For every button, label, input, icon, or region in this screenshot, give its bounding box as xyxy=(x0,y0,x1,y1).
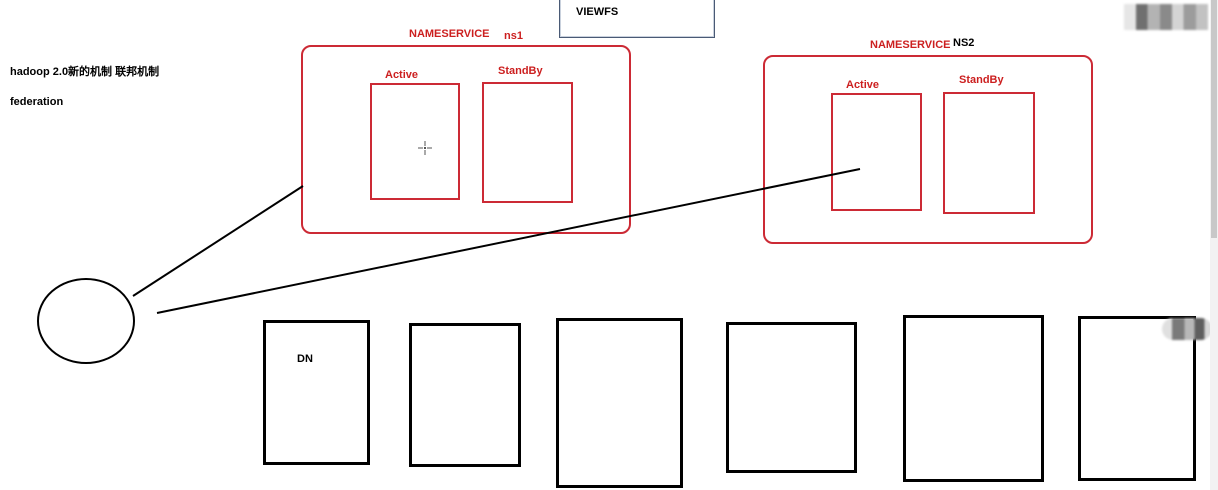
vertical-scrollbar[interactable] xyxy=(1210,0,1218,490)
datanode-box: DN xyxy=(263,320,370,465)
viewfs-label: VIEWFS xyxy=(576,6,619,18)
datanode-box xyxy=(726,322,857,473)
nameservice1-box xyxy=(301,45,631,234)
nameservice2-title: NAMESERVICE xyxy=(870,39,951,51)
nameservice2-box xyxy=(763,55,1093,244)
nameservice2-id: NS2 xyxy=(953,37,975,49)
datanode-box xyxy=(556,318,683,488)
nameservice2-active-label: Active xyxy=(846,79,880,91)
blurred-overlay xyxy=(1124,4,1208,30)
datanode-box xyxy=(903,315,1044,482)
nameservice1-active-node xyxy=(370,83,460,200)
nameservice2-standby-label: StandBy xyxy=(959,74,1004,86)
crosshair-cursor-icon xyxy=(418,141,432,155)
nameservice1-active-label: Active xyxy=(385,69,419,81)
heading-subtitle: federation xyxy=(10,96,64,108)
nameservice2-standby-node xyxy=(943,92,1035,214)
nameservice1-standby-label: StandBy xyxy=(498,65,543,77)
nameservice2-active-node xyxy=(831,93,922,211)
nameservice1-title: NAMESERVICE xyxy=(409,28,490,40)
nameservice1-id: ns1 xyxy=(504,30,523,42)
datanode-box xyxy=(1078,316,1196,481)
nameservice1-standby-node xyxy=(482,82,573,203)
blurred-overlay xyxy=(1162,318,1212,340)
scrollbar-thumb[interactable] xyxy=(1211,0,1217,238)
line-client-to-ns1 xyxy=(132,185,304,297)
viewfs-box: VIEWFS xyxy=(559,0,715,38)
datanode-box xyxy=(409,323,521,467)
heading-title: hadoop 2.0新的机制 联邦机制 xyxy=(10,66,160,78)
datanode-label: DN xyxy=(297,353,313,365)
client-circle xyxy=(37,278,135,364)
